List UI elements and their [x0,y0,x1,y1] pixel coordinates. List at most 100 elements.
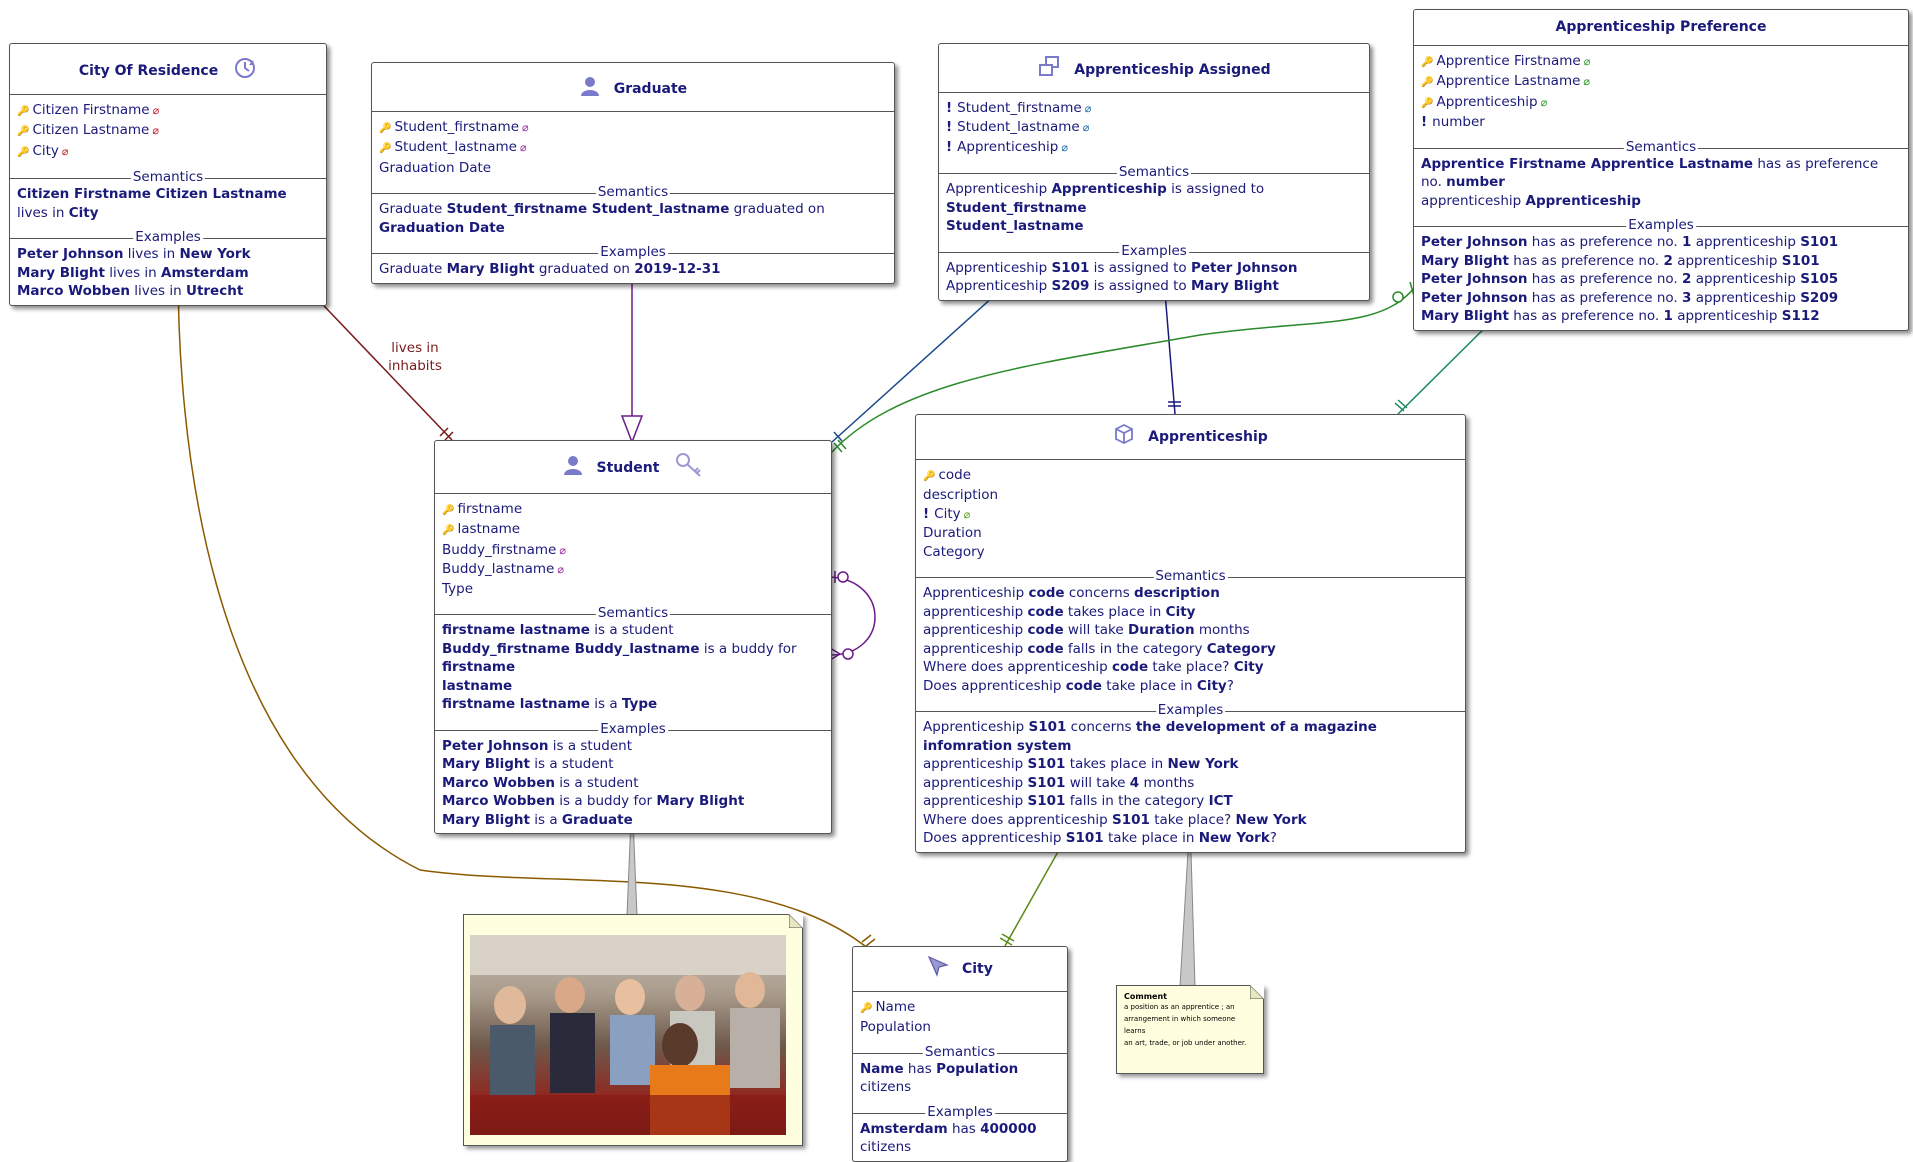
primary-key-icon: 🔑 [17,146,30,158]
semantics-row: Does apprenticeship code take place in C… [923,677,1458,696]
attribute-row[interactable]: !Student_firstname⌀ [946,99,1362,119]
role-value: City [1165,603,1196,620]
primary-key-icon: 🔑 [379,143,392,154]
reading-text: Apprenticeship [923,585,1029,601]
attribute-row[interactable]: 🔑Student_lastname⌀ [379,138,887,159]
attribute-row[interactable]: !Apprenticeship⌀ [946,138,1362,158]
role-value: 3 [1682,289,1692,306]
attribute-row[interactable]: Category [923,543,1458,562]
reading-text: graduated on [729,201,825,217]
examples-row: Marco Wobben is a buddy for Mary Blight [442,792,824,811]
rel-residence-city [177,267,871,951]
examples-row: Peter Johnson lives in New York [17,245,319,264]
attribute-row[interactable]: Duration [923,524,1458,543]
reading-text: graduated on [534,261,635,277]
reading-text: lives in [129,283,186,299]
reading-text: has as preference no. [1421,155,1879,191]
examples-rows: Amsterdam has 400000 citizens [853,1118,1067,1161]
primary-key-icon: 🔑 [860,1002,873,1014]
entity-graduate[interactable]: Graduate 🔑Student_firstname⌀🔑Student_las… [371,62,895,284]
role-value: City [1196,677,1227,694]
entity-apprenticeship-preference[interactable]: Apprenticeship Preference 🔑Apprentice Fi… [1413,9,1909,331]
examples-rows: Apprenticeship S101 is assigned to Peter… [939,257,1369,300]
attribute-row[interactable]: 🔑Apprenticeship⌀ [1421,93,1901,114]
attribute-name: Apprenticeship [1436,93,1538,110]
reading-text: lives in [104,264,161,281]
role-value: City [1233,659,1264,675]
required-icon: ! [946,138,953,155]
attribute-row[interactable]: Population [860,1018,1060,1037]
role-value: S105 [1800,271,1839,287]
entity-city-of-residence[interactable]: City Of Residence 🔑Citizen Firstname⌀🔑Ci… [9,43,327,306]
role-value: Apprenticeship [1051,181,1167,197]
reading-text: months [1194,622,1250,638]
role-value: S101 [1027,756,1066,772]
attribute-row[interactable]: 🔑firstname [442,500,824,521]
reading-text: takes place in [1063,603,1166,620]
attribute-row[interactable]: description [923,486,1458,505]
reading-text: has as preference no. [1508,252,1664,269]
role-value: Graduation Date [379,219,505,236]
examples-divider: Examples [372,241,894,259]
entity-apprenticeship-assigned[interactable]: Apprenticeship Assigned !Student_firstna… [938,43,1370,301]
person-icon [562,454,584,482]
examples-row: Marco Wobben lives in Utrecht [17,282,319,301]
attribute-name: Buddy_lastname [442,561,555,577]
attribute-row[interactable]: Graduation Date [379,159,887,178]
attribute-name: City [32,142,59,159]
attribute-row[interactable]: 🔑lastname [442,520,824,541]
foreign-key-link-icon: ⌀ [1082,121,1090,134]
role-value: Student_lastname [946,218,1084,234]
role-value: Peter Johnson [1421,234,1528,250]
rel-preference-optional [1392,291,1404,303]
entity-title: Apprenticeship Preference [1555,19,1767,35]
attribute-row[interactable]: 🔑Apprentice Lastname⌀ [1421,72,1901,93]
entity-title: Graduate [613,80,688,97]
examples-label: Examples [1155,702,1226,718]
role-value: S209 [1051,278,1090,294]
attribute-row[interactable]: !number [1421,113,1901,132]
classroom-photo [470,935,786,1135]
reading-text: is a student [529,756,614,772]
reading-text: is assigned to [1089,278,1191,294]
attribute-row[interactable]: Buddy_lastname⌀ [442,560,824,580]
semantics-row: firstname lastname is a Type [442,695,824,714]
attribute-row[interactable]: 🔑Citizen Firstname⌀ [17,101,319,122]
attribute-row[interactable]: !Student_lastname⌀ [946,118,1362,138]
semantics-row: Apprenticeship code concerns description [923,584,1458,603]
primary-key-icon: 🔑 [442,504,455,516]
attribute-row[interactable]: !City⌀ [923,505,1458,525]
reading-text: apprenticeship [923,603,1028,620]
attribute-row[interactable]: 🔑Student_firstname⌀ [379,118,887,139]
semantics-divider: Semantics [435,602,831,620]
attribute-row[interactable]: Buddy_firstname⌀ [442,541,824,561]
reading-text: Apprenticeship [946,259,1052,276]
foreign-key-link-icon: ⌀ [1084,101,1092,115]
attribute-row[interactable]: 🔑Name [860,998,1060,1019]
attribute-row[interactable]: Type [442,580,824,599]
role-value: description [1134,585,1220,601]
role-value: Marco Wobben [17,283,130,299]
attribute-name: code [938,466,972,483]
attribute-row[interactable]: 🔑code [923,466,1458,487]
semantics-row: firstname lastname is a student [442,621,824,640]
reading-text: citizens [860,1139,912,1155]
attribute-row[interactable]: 🔑City⌀ [17,142,319,163]
attribute-row[interactable]: 🔑Citizen Lastname⌀ [17,121,319,142]
reading-text: concerns [1066,719,1136,735]
attribute-name: firstname [457,500,523,517]
reading-text: takes place in [1065,756,1168,772]
primary-key-icon: 🔑 [442,525,455,536]
reading-text: apprenticeship [923,793,1028,809]
examples-rows: Apprenticeship S101 concerns the develop… [916,716,1465,852]
attribute-row[interactable]: 🔑Apprentice Firstname⌀ [1421,52,1901,73]
semantics-row: Graduate Student_firstname Student_lastn… [379,200,887,237]
semantics-rows: Apprenticeship code concerns description… [916,582,1465,699]
examples-row: Mary Blight has as preference no. 1 appr… [1421,307,1901,326]
entity-title: Apprenticeship Assigned [1074,61,1271,78]
